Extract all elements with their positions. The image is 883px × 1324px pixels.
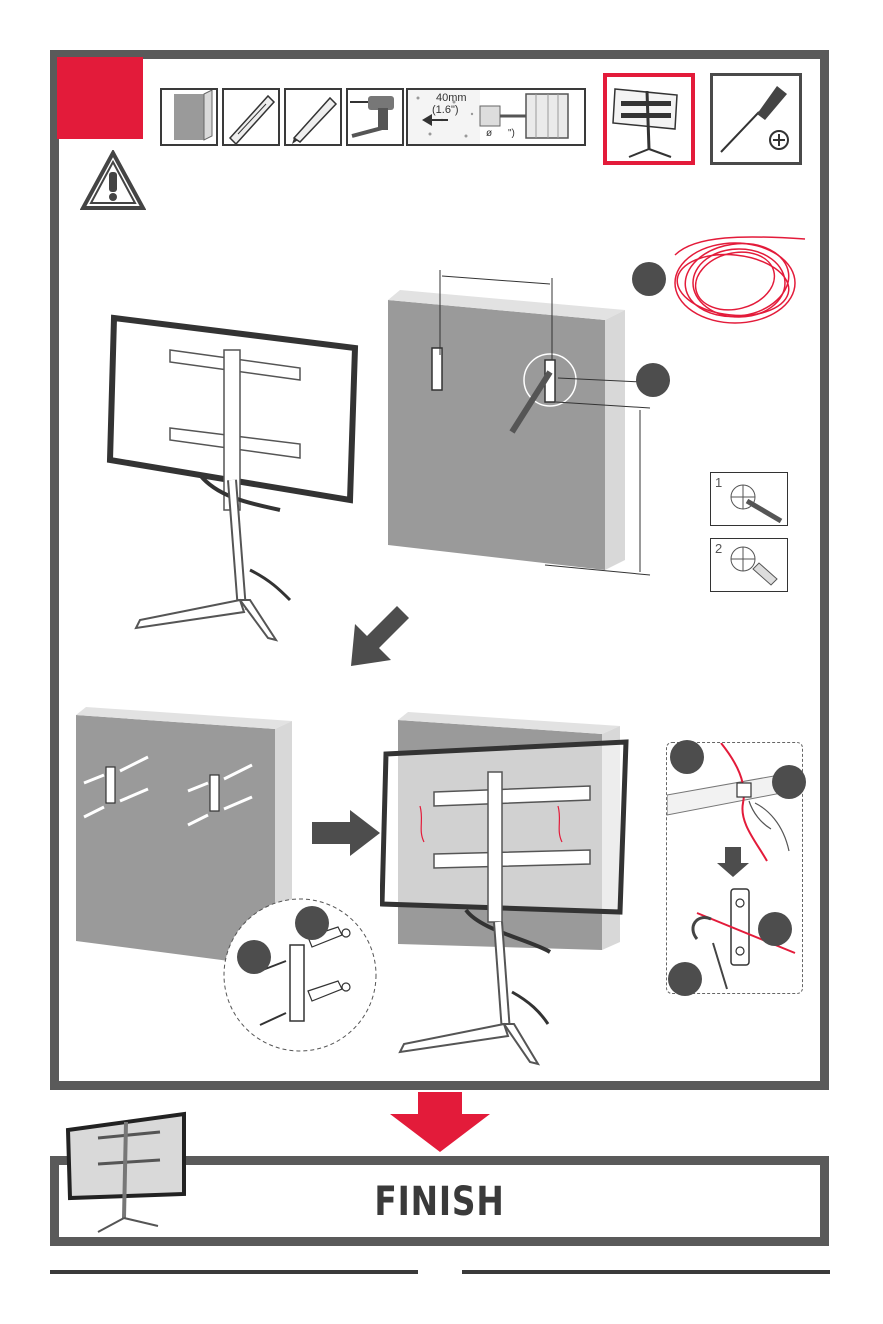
callout-marker-4: [237, 940, 271, 974]
drill-diameter-close-text: "): [508, 128, 515, 139]
step-2-number: 2: [715, 541, 722, 556]
down-arrow-icon: [388, 1092, 492, 1154]
footer-line-left: [50, 1270, 418, 1274]
step-1-detail: 1: [710, 472, 788, 526]
tool-level-icon: [222, 88, 280, 146]
tv-mounted-illustration: [380, 712, 640, 1080]
footer-line-right: [462, 1270, 830, 1274]
step-badge: [57, 57, 143, 139]
callout-marker-2: [636, 363, 670, 397]
tool-drill-depth-icon: 40mm (1.6") ø "): [406, 88, 586, 146]
callout-marker-7: [758, 912, 792, 946]
right-arrow-icon: [310, 808, 382, 858]
cable-coil-illustration: [665, 225, 810, 335]
wall-marking-illustration: [380, 260, 660, 590]
finished-product-thumbnail: [62, 1108, 192, 1243]
callout-marker-5: [670, 740, 704, 774]
tool-drill-icon: [346, 88, 404, 146]
drill-diameter-text: ø: [486, 128, 492, 139]
tv-on-stand-illustration: [100, 310, 370, 660]
drill-depth-text: 40mm: [436, 92, 467, 104]
drill-depth-inch-text: (1.6"): [432, 104, 459, 116]
screwdriver-icon: [710, 73, 802, 165]
tool-pencil-icon: [284, 88, 342, 146]
warning-icon: [80, 150, 146, 212]
step-2-detail: 2: [710, 538, 788, 592]
tool-wall-icon: [160, 88, 218, 146]
callout-marker-8: [668, 962, 702, 996]
finish-label: FINISH: [127, 1179, 751, 1225]
callout-marker-3: [295, 906, 329, 940]
step-1-number: 1: [715, 475, 722, 490]
product-tv-stand-icon: [603, 73, 695, 165]
diagonal-arrow-icon: [345, 600, 415, 672]
callout-marker-6: [772, 765, 806, 799]
callout-marker-1: [632, 262, 666, 296]
